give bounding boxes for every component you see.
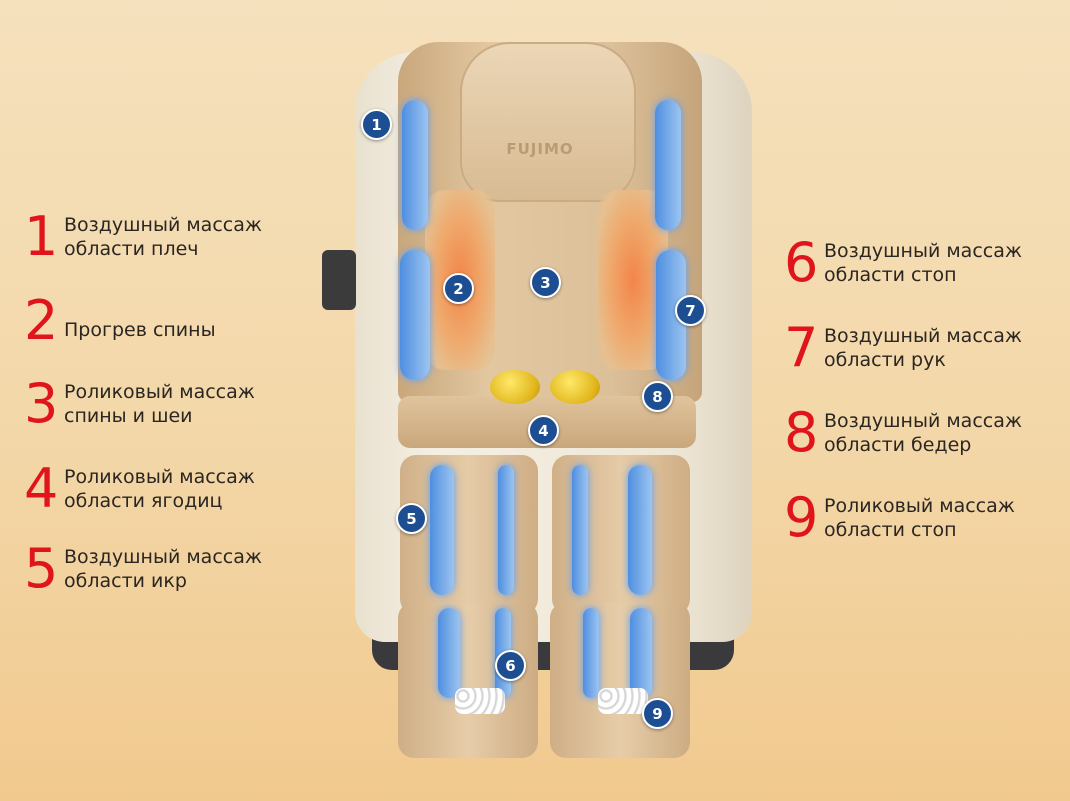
airbag-calf-4 [628, 465, 652, 595]
legend-line2: области стоп [824, 519, 957, 541]
badge-2: 2 [443, 273, 474, 304]
badge-7: 7 [675, 295, 706, 326]
legend-item-2: 2 Прогрев спины [24, 294, 216, 348]
legend-line1: Воздушный массаж [824, 410, 1022, 432]
legend-number: 9 [784, 486, 819, 549]
legend-line1: Роликовый массаж [64, 381, 255, 403]
badge-4: 4 [528, 415, 559, 446]
legrest-left [400, 455, 538, 615]
airbag-arm-left [400, 250, 430, 380]
legend-line2: области стоп [824, 264, 957, 286]
legend-line1: Воздушный массаж [824, 240, 1022, 262]
legend-number: 7 [784, 316, 819, 379]
legend-line2: области бедер [824, 434, 972, 456]
brand-logo: FUJIMO [506, 140, 574, 158]
legend-line2: спины и шеи [64, 405, 193, 427]
airbag-shoulder-left [402, 100, 428, 230]
seat-roller-left [490, 370, 540, 404]
foot-roller-left [455, 688, 505, 714]
badge-8: 8 [642, 381, 673, 412]
airbag-calf-3 [572, 465, 588, 595]
legend-line2: области ягодиц [64, 490, 223, 512]
legend-line1: Воздушный массаж [64, 546, 262, 568]
legend-line1: Роликовый массаж [64, 466, 255, 488]
airbag-foot-1 [438, 608, 460, 698]
legend-number: 6 [784, 231, 819, 294]
chair-headrest [460, 42, 636, 202]
legend-line1: Воздушный массаж [64, 214, 262, 236]
legend-number: 1 [24, 205, 59, 268]
legend-line2: области плеч [64, 238, 199, 260]
legend-number: 4 [24, 457, 59, 520]
foot-roller-right [598, 688, 648, 714]
legend-line1: Воздушный массаж [824, 325, 1022, 347]
legend-line2: области рук [824, 349, 946, 371]
legend-number: 2 [24, 289, 59, 352]
legend-line1: Прогрев спины [64, 319, 216, 341]
airbag-calf-1 [430, 465, 454, 595]
remote-control [322, 250, 356, 310]
legend-number: 5 [24, 537, 59, 600]
footrest-right [550, 602, 690, 758]
footrest-left [398, 602, 538, 758]
legend-line1: Роликовый массаж [824, 495, 1015, 517]
badge-5: 5 [396, 503, 427, 534]
seat-roller-right [550, 370, 600, 404]
legend-number: 8 [784, 401, 819, 464]
airbag-calf-2 [498, 465, 514, 595]
badge-9: 9 [642, 698, 673, 729]
legend-number: 3 [24, 372, 59, 435]
badge-1: 1 [361, 109, 392, 140]
legend-line2: области икр [64, 570, 187, 592]
airbag-foot-3 [583, 608, 599, 698]
airbag-foot-4 [630, 608, 652, 698]
badge-3: 3 [530, 267, 561, 298]
airbag-shoulder-right [655, 100, 681, 230]
badge-6: 6 [495, 650, 526, 681]
